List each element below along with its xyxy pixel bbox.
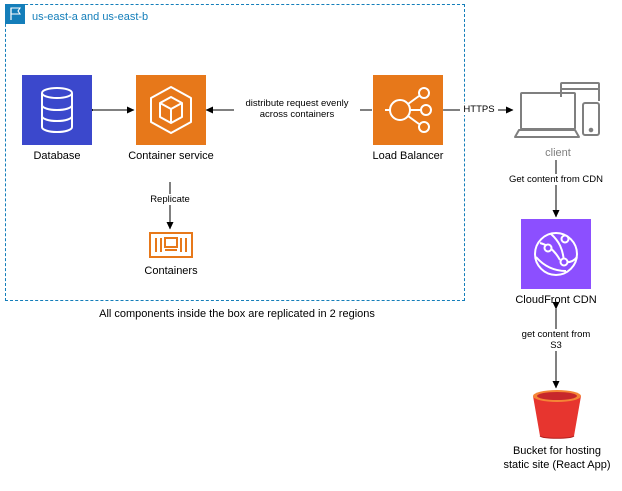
ecs-icon <box>150 86 192 134</box>
bucket-label: Bucket for hosting static site (React Ap… <box>503 445 611 471</box>
database-icon <box>41 87 73 134</box>
database-label: Database <box>33 150 81 162</box>
container-service-label: Container service <box>128 150 214 162</box>
edge-label-https: HTTPS <box>460 104 498 115</box>
s3-bucket-icon <box>533 390 581 439</box>
edge-label-cdn-bucket: get content from S3 <box>511 329 601 351</box>
cloudfront-label: CloudFront CDN <box>515 294 597 306</box>
region-flag-icon <box>5 4 25 24</box>
region-title: us-east-a and us-east-b <box>32 11 149 23</box>
client-devices-icon <box>514 82 600 138</box>
edge-label-lb-cs: distribute request evenly across contain… <box>234 98 360 120</box>
load-balancer-node <box>373 75 443 145</box>
load-balancer-label: Load Balancer <box>372 150 444 162</box>
database-node <box>22 75 92 145</box>
client-node <box>513 79 603 145</box>
container-service-node <box>136 75 206 145</box>
bucket-node <box>531 388 583 440</box>
load-balancer-icon <box>385 87 432 133</box>
client-label: client <box>545 147 571 159</box>
containers-node <box>148 230 194 260</box>
containers-label: Containers <box>144 265 198 277</box>
edge-label-replicate: Replicate <box>145 194 195 205</box>
region-boundary <box>5 4 465 301</box>
containers-icon <box>149 232 193 258</box>
edge-label-client-cdn: Get content from CDN <box>498 174 614 185</box>
cloudfront-node <box>521 219 591 289</box>
region-footnote: All components inside the box are replic… <box>99 308 375 320</box>
cloudfront-icon <box>534 232 578 276</box>
